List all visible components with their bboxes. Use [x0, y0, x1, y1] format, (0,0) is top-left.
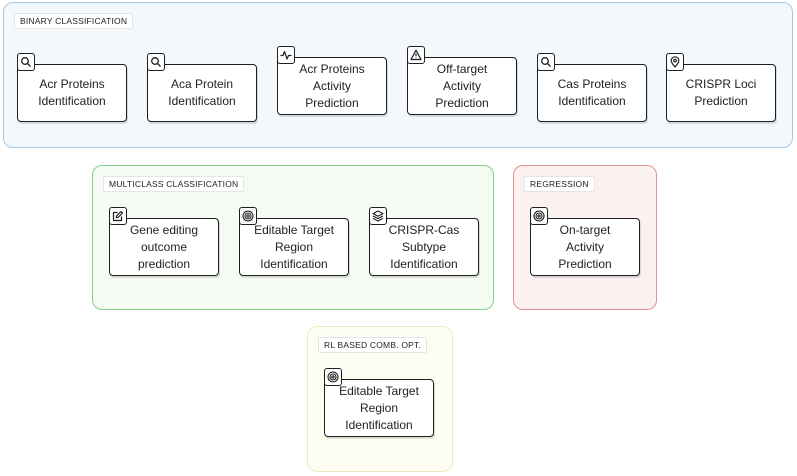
- search-icon: [147, 53, 165, 71]
- search-icon: [537, 53, 555, 71]
- card-line: Acr Proteins: [39, 77, 105, 91]
- card-line: Region: [274, 239, 314, 254]
- card-line: outcome: [140, 239, 188, 254]
- binary-classification-group: BINARY CLASSIFICATION: [3, 2, 793, 148]
- card-line: CRISPR-Cas: [388, 222, 460, 237]
- alert-triangle-icon: [407, 46, 425, 64]
- map-pin-icon: [666, 53, 684, 71]
- card-line: Region: [359, 400, 399, 415]
- card-line: Aca Protein: [170, 77, 234, 91]
- regression-label: REGRESSION: [524, 176, 595, 192]
- card-gene-editing-outcome-prediction[interactable]: Gene editing outcome prediction: [109, 207, 219, 276]
- target-icon: [239, 207, 257, 225]
- card-line: Cas Proteins: [557, 77, 627, 91]
- edit-icon: [109, 207, 127, 225]
- rl-comb-opt-label: RL BASED COMB. OPT.: [318, 337, 428, 353]
- card-line: Prediction: [694, 94, 748, 108]
- card-line: On-target: [559, 222, 611, 237]
- card-line: Identification: [558, 94, 626, 108]
- card-line: Off-target: [436, 61, 488, 76]
- target-icon: [324, 368, 342, 386]
- card-line: Subtype: [401, 239, 447, 254]
- search-icon: [17, 53, 35, 71]
- card-line: Editable Target: [254, 222, 334, 237]
- card-line: Identification: [390, 256, 458, 271]
- card-line: Activity: [565, 239, 604, 254]
- target-icon: [530, 207, 548, 225]
- activity-icon: [277, 46, 295, 64]
- card-line: Prediction: [435, 95, 489, 110]
- card-line: Activity: [442, 78, 481, 93]
- card-line: Gene editing: [129, 222, 199, 237]
- card-line: Identification: [168, 94, 236, 108]
- multiclass-classification-label: MULTICLASS CLASSIFICATION: [103, 176, 245, 192]
- card-line: prediction: [137, 256, 191, 271]
- card-line: CRISPR Loci: [685, 77, 757, 91]
- binary-classification-label: BINARY CLASSIFICATION: [14, 13, 134, 29]
- card-line: Prediction: [558, 256, 612, 271]
- layers-icon: [369, 207, 387, 225]
- card-line: Activity: [312, 78, 351, 93]
- card-line: Identification: [345, 417, 413, 432]
- card-line: Identification: [38, 94, 106, 108]
- card-line: Editable Target: [339, 383, 419, 398]
- card-line: Identification: [260, 256, 328, 271]
- card-line: Acr Proteins: [299, 61, 365, 76]
- card-line: Prediction: [305, 95, 359, 110]
